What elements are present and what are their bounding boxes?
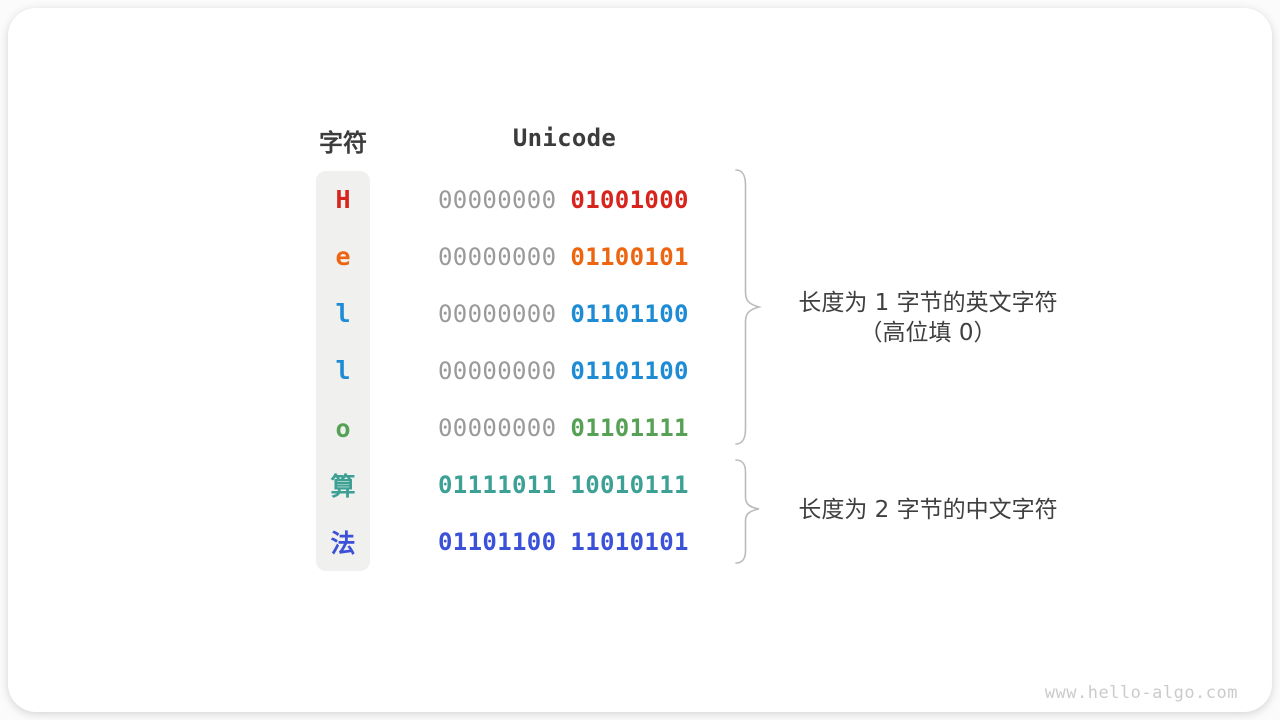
unicode-low-byte: 11010101 [570,528,689,557]
diagram-card: 字符 Unicode H 00000000 01001000 e 0000000… [8,8,1272,712]
character-cell: 法 [330,529,356,559]
unicode-bytes: 00000000 01100101 [438,243,689,271]
unicode-bytes: 00000000 01101100 [438,357,689,385]
character-column-background [316,171,370,571]
brace-chinese-group [735,459,760,564]
character-cell: H [335,185,351,215]
unicode-low-byte: 01101111 [570,414,689,443]
watermark-url: www.hello-algo.com [1044,683,1238,703]
unicode-low-byte: 10010111 [570,471,689,500]
encoding-table: H 00000000 01001000 e 00000000 01100101 … [316,171,736,571]
table-row: e 00000000 01100101 [316,228,736,285]
unicode-high-byte: 00000000 [438,185,557,214]
annotation-line: 长度为 2 字节的中文字符 [798,497,1058,523]
table-row: o 00000000 01101111 [316,400,736,457]
table-row: l 00000000 01101100 [316,285,736,342]
annotation-line: （高位填 0） [859,320,997,346]
unicode-bytes: 01111011 10010111 [438,471,689,499]
unicode-high-byte: 00000000 [438,356,557,385]
annotation-english-chars: 长度为 1 字节的英文字符 （高位填 0） [768,288,1088,348]
table-row: H 00000000 01001000 [316,171,736,228]
unicode-high-byte: 01101100 [438,528,557,557]
column-header-unicode: Unicode [512,124,617,152]
unicode-high-byte: 00000000 [438,299,557,328]
annotation-line: 长度为 1 字节的英文字符 [798,290,1058,316]
unicode-low-byte: 01100101 [570,242,689,271]
unicode-high-byte: 01111011 [438,471,557,500]
unicode-low-byte: 01101100 [570,356,689,385]
unicode-bytes: 00000000 01001000 [438,186,689,214]
unicode-bytes: 00000000 01101111 [438,414,689,442]
unicode-low-byte: 01101100 [570,299,689,328]
unicode-low-byte: 01001000 [570,185,689,214]
table-row: 算 01111011 10010111 [316,457,736,514]
group-braces [735,169,763,564]
character-cell: e [335,242,351,272]
unicode-high-byte: 00000000 [438,414,557,443]
character-cell: 算 [330,472,356,502]
table-row: l 00000000 01101100 [316,342,736,399]
character-cell: l [335,299,351,329]
column-header-character: 字符 [319,129,367,157]
unicode-bytes: 01101100 11010101 [438,528,689,556]
character-cell: l [335,356,351,386]
character-cell: o [335,413,351,443]
brace-english-group [735,169,763,445]
table-row: 法 01101100 11010101 [316,514,736,571]
annotation-chinese-chars: 长度为 2 字节的中文字符 [768,495,1088,525]
unicode-high-byte: 00000000 [438,242,557,271]
unicode-bytes: 00000000 01101100 [438,300,689,328]
